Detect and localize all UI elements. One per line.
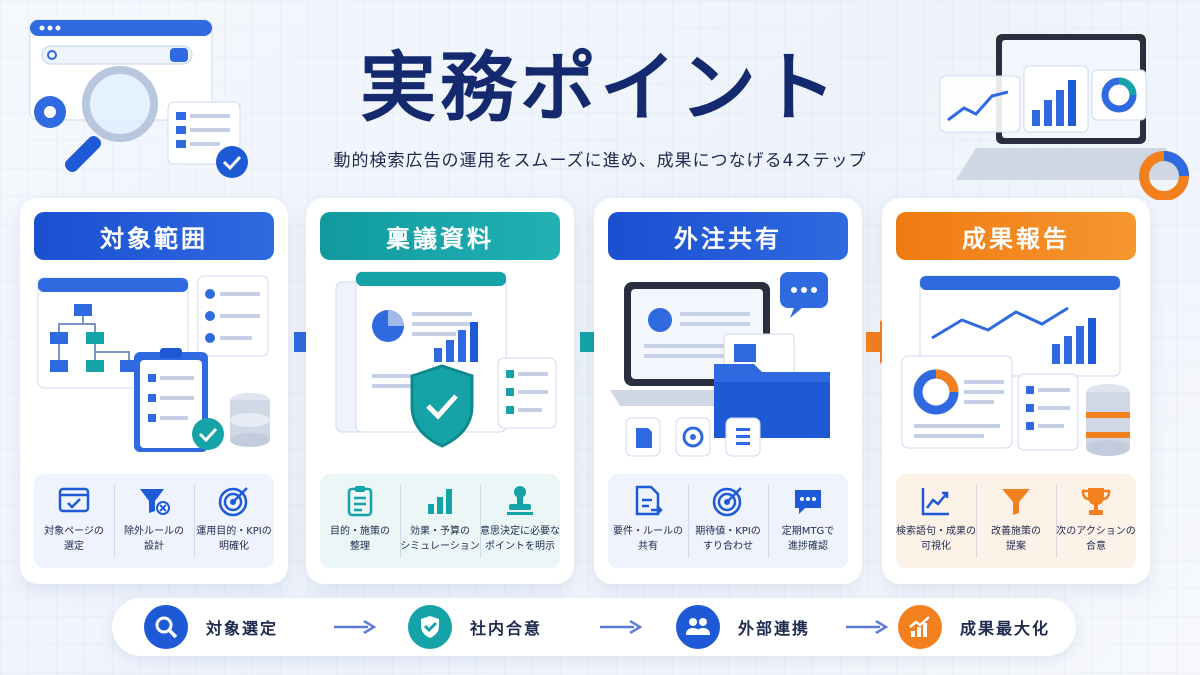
team-icon	[676, 605, 720, 649]
flow-label: 成果最大化	[960, 619, 1051, 638]
flow-step-collaboration: 外部連携	[676, 605, 810, 649]
point-label: 期待値・KPIの すり合わせ	[695, 526, 761, 552]
flow-step-consensus: 社内合意	[408, 605, 542, 649]
point-label: 意思決定に必要な ポイントを明示	[480, 526, 560, 552]
flow-arrow-icon	[334, 620, 376, 634]
point-item: 要件・ルールの 共有	[608, 474, 688, 568]
flow-label: 対象選定	[206, 619, 279, 638]
point-label: 検索語句・成果の 可視化	[896, 526, 976, 552]
step-card-outsourcing: 外注共有 要件・ルールの 共有 期待値・KPIの すり合わせ 定	[594, 198, 862, 584]
dashboard-report-illustration	[901, 275, 1130, 456]
point-label: 改善施策の 提案	[991, 526, 1041, 552]
clipboard-icon	[347, 486, 373, 517]
document-share-icon	[635, 485, 663, 516]
bar-chart-icon	[428, 489, 452, 514]
flow-step-maximize: 成果最大化	[898, 605, 1050, 649]
point-item: 運用目的・KPIの 明確化	[194, 474, 274, 568]
card-title: 外注共有	[608, 212, 848, 260]
stamp-icon	[507, 486, 533, 515]
card-points: 目的・施策の 整理 効果・予算の シミュレーション 意思決定に必要な ポイントを…	[320, 474, 560, 568]
point-item: 期待値・KPIの すり合わせ	[688, 474, 768, 568]
target-icon	[218, 487, 248, 517]
laptop-folder-illustration	[610, 272, 830, 457]
search-icon	[144, 605, 188, 649]
flow-label: 社内合意	[470, 619, 543, 638]
point-item: 効果・予算の シミュレーション	[400, 474, 480, 568]
point-label: 運用目的・KPIの 明確化	[196, 526, 272, 552]
flow-arrow-icon	[846, 620, 888, 634]
page-title: 実務ポイント	[360, 43, 840, 132]
flow-step-selection: 対象選定	[144, 605, 278, 649]
card-title: 稟議資料	[320, 212, 560, 260]
step-card-approval: 稟議資料 目的・施策の 整理 効果・予算の シミュレーション 意思決定に必要な …	[306, 198, 574, 584]
target-icon	[712, 487, 742, 517]
step-card-scope: 対象範囲 対象ページの 選定 除外ルールの 設計	[20, 198, 288, 584]
point-item: 目的・施策の 整理	[320, 474, 400, 568]
card-points: 要件・ルールの 共有 期待値・KPIの すり合わせ 定期MTGで 進捗確認	[608, 474, 848, 568]
trophy-icon	[1081, 488, 1111, 515]
shield-check-icon	[408, 605, 452, 649]
point-item: 意思決定に必要な ポイントを明示	[480, 474, 560, 568]
point-item: 次のアクションの 合意	[1056, 474, 1136, 568]
sitemap-checklist-illustration	[37, 275, 270, 452]
laptop-dashboard-illustration	[939, 34, 1189, 200]
point-label: 対象ページの 選定	[44, 526, 104, 552]
point-label: 目的・施策の 整理	[330, 526, 390, 552]
card-title: 成果報告	[896, 212, 1136, 260]
point-item: 定期MTGで 進捗確認	[768, 474, 848, 568]
point-label: 除外ルールの 設計	[124, 526, 184, 552]
report-shield-illustration	[335, 271, 557, 448]
point-item: 改善施策の 提案	[976, 474, 1056, 568]
growth-icon	[898, 605, 942, 649]
page-subtitle: 動的検索広告の運用をスムーズに進め、成果につなげる4ステップ	[333, 151, 867, 171]
point-item: 対象ページの 選定	[34, 474, 114, 568]
card-points: 検索語句・成果の 可視化 改善施策の 提案 次のアクションの 合意	[896, 474, 1136, 568]
filter-x-icon	[140, 489, 170, 515]
summary-flow: 対象選定 社内合意 外部連携 成果最大化	[112, 598, 1076, 656]
browser-check-icon	[58, 487, 90, 513]
step-card-report: 成果報告 検索語句・成果の 可視化 改善施策の 提案 次のアクションの 合	[882, 198, 1150, 584]
point-label: 次のアクションの 合意	[1056, 526, 1136, 552]
point-item: 検索語句・成果の 可視化	[896, 474, 976, 568]
point-item: 除外ルールの 設計	[114, 474, 194, 568]
funnel-icon	[1002, 489, 1030, 515]
point-label: 定期MTGで 進捗確認	[781, 526, 835, 552]
search-browser-illustration	[29, 19, 248, 178]
flow-label: 外部連携	[738, 619, 811, 638]
card-points: 対象ページの 選定 除外ルールの 設計 運用目的・KPIの 明確化	[34, 474, 274, 568]
point-label: 要件・ルールの 共有	[613, 526, 683, 552]
chat-icon	[795, 490, 821, 514]
flow-arrow-icon	[600, 620, 642, 634]
line-chart-icon	[921, 488, 949, 516]
point-label: 効果・予算の シミュレーション	[400, 526, 480, 552]
card-title: 対象範囲	[34, 212, 274, 260]
